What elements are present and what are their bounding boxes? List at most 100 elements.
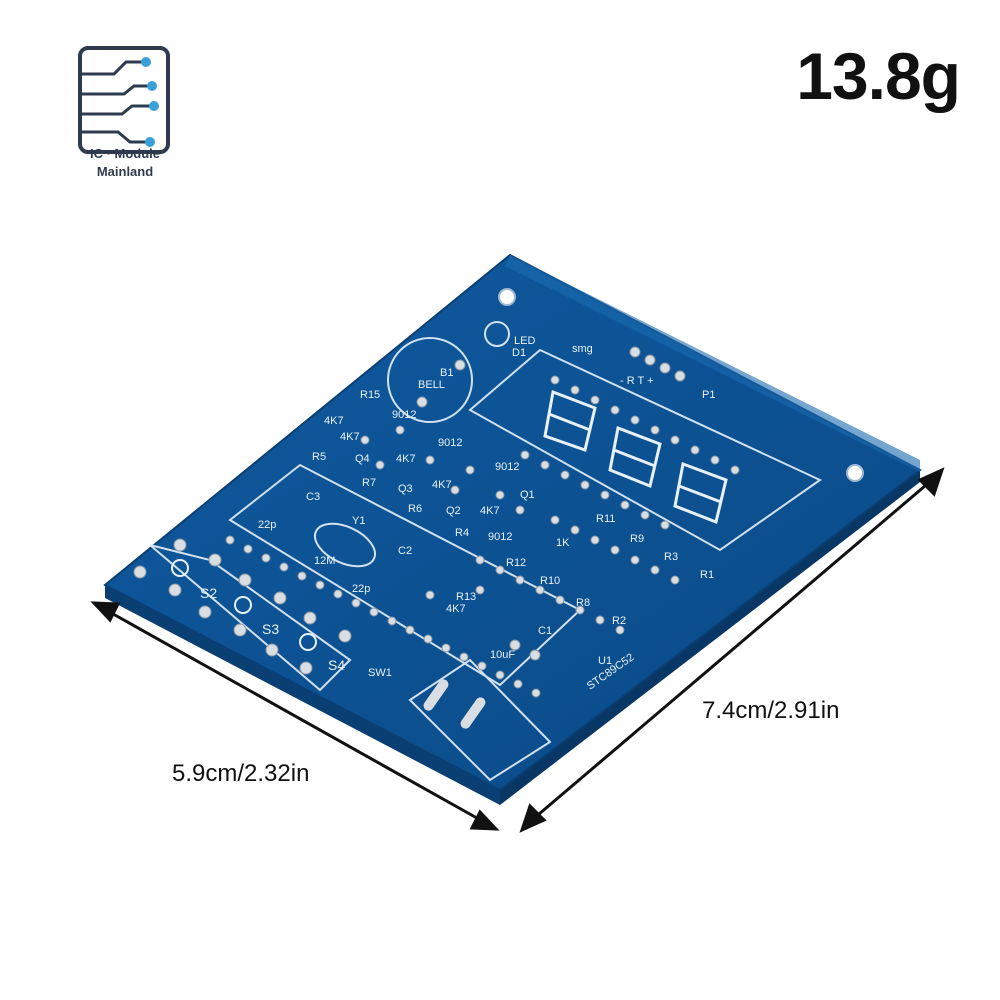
solder-pad: [133, 565, 147, 579]
solder-pad: [423, 634, 433, 644]
solder-pad: [535, 585, 545, 595]
solder-pad: [243, 544, 253, 554]
solder-pad: [450, 485, 460, 495]
solder-pad: [570, 385, 580, 395]
button-s2-ring: [171, 559, 189, 577]
weight-label: 13.8g: [796, 39, 961, 113]
silk-s2: S2: [200, 585, 217, 601]
crystal-outline: [314, 522, 376, 568]
solder-pad: [198, 605, 212, 619]
solder-pad: [520, 450, 530, 460]
solder-pad: [710, 455, 720, 465]
mounting-hole: [846, 464, 864, 482]
solder-pad: [360, 435, 370, 445]
button-s4-ring: [299, 633, 317, 651]
silk-cap3: 10uF: [490, 649, 515, 661]
solder-pad: [629, 346, 641, 358]
silk-r9: R9: [630, 533, 644, 545]
silk-k1: 4K7: [324, 415, 344, 427]
silk-cap1: 22p: [258, 519, 276, 531]
power-slot: [460, 697, 486, 729]
solder-pad: [425, 590, 435, 600]
silk-r2: R2: [612, 615, 626, 627]
length-dimension-arrow: [519, 467, 945, 833]
solder-pad: [173, 538, 187, 552]
solder-pad: [529, 649, 541, 661]
solder-pad: [615, 625, 625, 635]
solder-pad: [261, 553, 271, 563]
mounting-hole: [498, 288, 516, 306]
solder-pad: [297, 571, 307, 581]
silk-q2: Q2: [446, 505, 461, 517]
solder-pad: [279, 562, 289, 572]
solder-pad: [674, 370, 686, 382]
silk-d1: D1: [512, 347, 526, 359]
pcb-edge: [105, 585, 500, 805]
solder-pad: [590, 535, 600, 545]
solder-pad: [690, 445, 700, 455]
silk-r10: R10: [540, 575, 560, 587]
solder-pad: [730, 465, 740, 475]
silk-p1: P1: [702, 389, 715, 401]
solder-pad: [238, 573, 252, 587]
silk-t1: 9012: [392, 409, 416, 421]
silk-led: LED: [514, 335, 535, 347]
silk-t4: 9012: [488, 531, 512, 543]
button-area-outline: [149, 544, 352, 692]
silk-s4: S4: [328, 657, 345, 673]
silk-r8: R8: [576, 597, 590, 609]
solder-pad: [515, 505, 525, 515]
solder-pad: [454, 359, 466, 371]
silk-k5: 4K7: [480, 505, 500, 517]
silk-r11: R11: [596, 513, 615, 525]
silk-q1: Q1: [520, 489, 535, 501]
silk-r7: R7: [362, 477, 376, 489]
solder-pad: [570, 525, 580, 535]
solder-pad: [509, 639, 521, 651]
solder-pad: [265, 643, 279, 657]
brand-name-line2: Mainland: [96, 164, 154, 179]
solder-pad: [650, 565, 660, 575]
solder-pad: [395, 425, 405, 435]
silk-k4: 4K7: [432, 479, 452, 491]
solder-pad: [670, 575, 680, 585]
solder-pad: [369, 607, 379, 617]
seven-seg-digit-1: [543, 389, 597, 452]
silk-bell: BELL: [418, 379, 445, 391]
button-s3-ring: [234, 596, 252, 614]
solder-pad: [515, 575, 525, 585]
silk-pins: - R T +: [620, 375, 654, 387]
solder-pad: [351, 598, 361, 608]
silk-r12: R12: [506, 557, 526, 569]
led-outline: [484, 321, 510, 347]
solder-pad: [513, 679, 523, 689]
seven-seg-digit-3: [673, 461, 728, 525]
solder-pad: [315, 580, 325, 590]
silk-t3: 9012: [495, 461, 519, 473]
solder-pad: [495, 670, 505, 680]
width-dimension-arrow: [90, 601, 500, 831]
silk-y1: Y1: [352, 515, 365, 527]
smg-outline: [468, 348, 822, 552]
brand-logo-icon: [78, 46, 170, 154]
length-dimension-label: 7.4cm/2.91in: [702, 697, 840, 724]
solder-pad: [531, 688, 541, 698]
solder-pad: [644, 354, 656, 366]
silk-c1: C1: [538, 625, 552, 637]
solder-pad: [630, 555, 640, 565]
solder-pad: [550, 375, 560, 385]
solder-pad: [459, 652, 469, 662]
silk-c3: C3: [306, 491, 320, 503]
solder-pad: [540, 460, 550, 470]
silk-r5: R5: [312, 451, 326, 463]
solder-pad: [475, 555, 485, 565]
silk-c2: C2: [398, 545, 412, 557]
solder-pad: [405, 625, 415, 635]
silk-b1: B1: [440, 367, 453, 379]
seven-seg-digit-2: [608, 425, 662, 489]
solder-pad: [338, 629, 352, 643]
silk-r13: R13: [456, 591, 476, 603]
solder-pad: [208, 553, 222, 567]
solder-pad: [441, 643, 451, 653]
